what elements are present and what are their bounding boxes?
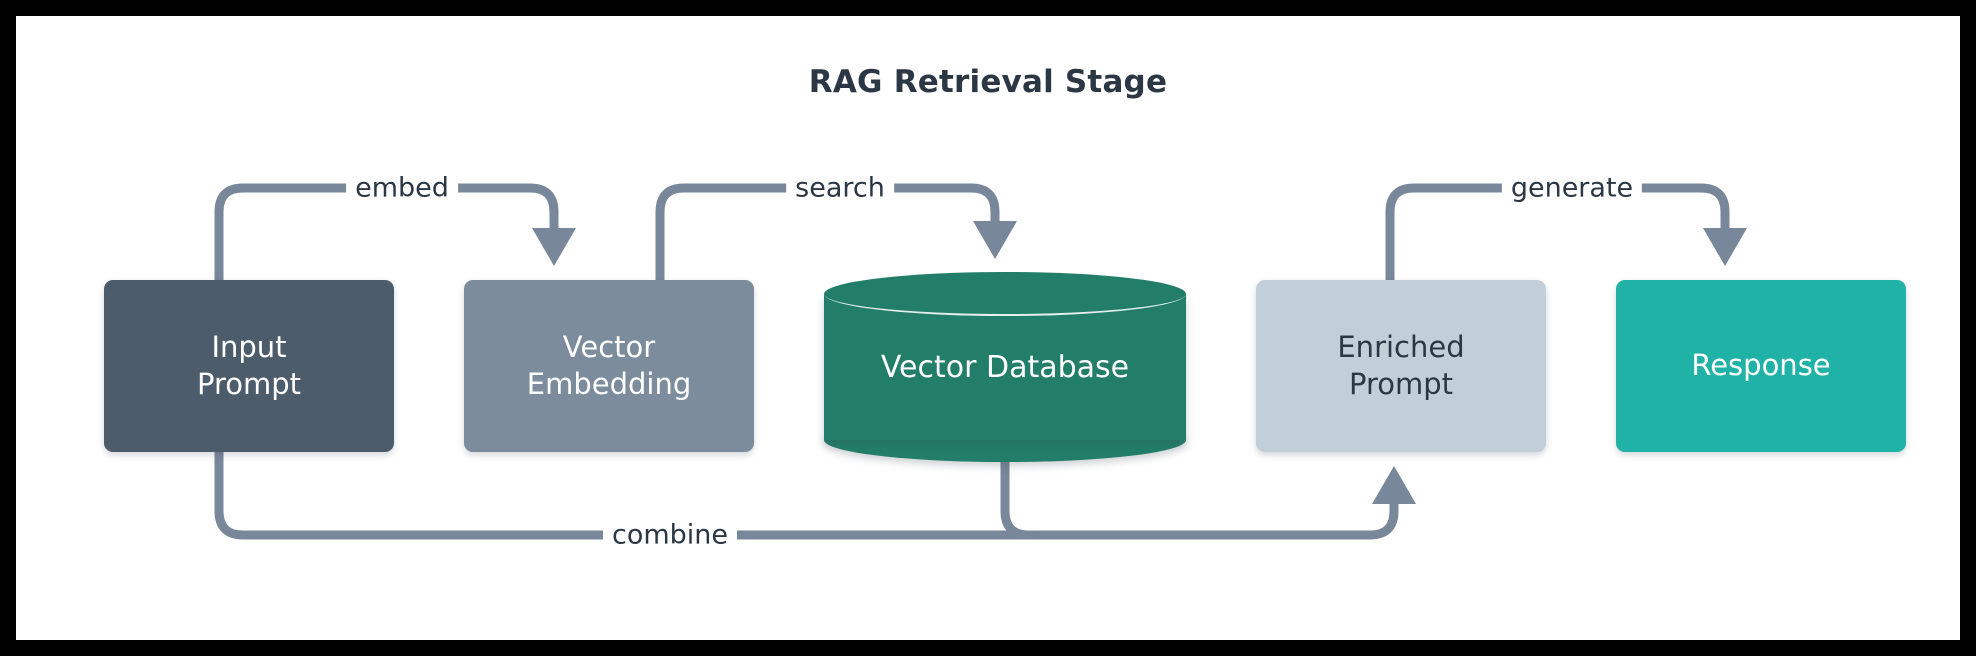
cylinder-body <box>824 294 1186 440</box>
node-vector-embedding[interactable]: Vector Embedding <box>464 280 754 452</box>
node-vector-database-label: Vector Database <box>880 349 1130 385</box>
node-input-prompt[interactable]: Input Prompt <box>104 280 394 452</box>
node-vector-embedding-label: Vector Embedding <box>526 329 692 401</box>
node-response[interactable]: Response <box>1616 280 1906 452</box>
node-enriched-prompt[interactable]: Enriched Prompt <box>1256 280 1546 452</box>
node-vector-database[interactable]: Vector Database <box>824 272 1186 462</box>
edge-search-arrowhead <box>973 221 1017 259</box>
edge-label-generate: generate <box>1501 172 1643 204</box>
edge-label-embed: embed <box>346 172 458 204</box>
node-enriched-prompt-label: Enriched Prompt <box>1337 329 1465 401</box>
node-input-prompt-label: Input Prompt <box>196 329 302 401</box>
cylinder-top-ellipse <box>824 272 1186 316</box>
node-response-label: Response <box>1691 348 1831 383</box>
edge-label-search: search <box>786 172 894 204</box>
edge-label-combine: combine <box>602 519 738 551</box>
edge-generate-arrowhead <box>1703 228 1747 266</box>
diagram-title: RAG Retrieval Stage <box>808 64 1168 100</box>
edge-embed-arrowhead <box>532 228 576 266</box>
edge-combine <box>214 447 1416 540</box>
edge-combine-arrowhead <box>1372 466 1416 504</box>
diagram-canvas: RAG Retrieval Stage <box>16 16 1960 640</box>
